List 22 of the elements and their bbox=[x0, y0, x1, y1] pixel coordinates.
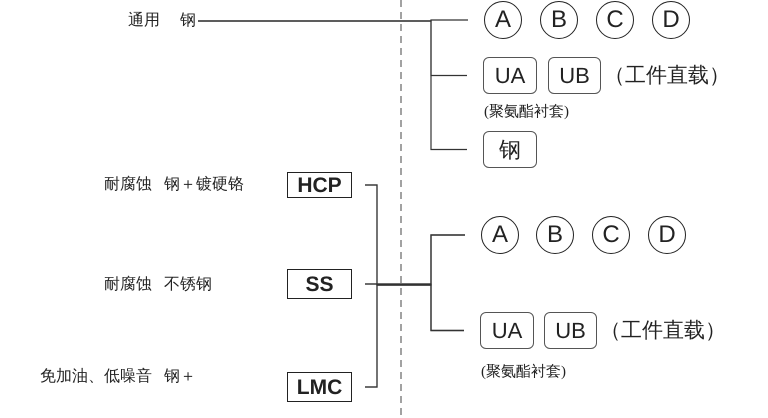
material-label: 不锈钢 bbox=[164, 275, 212, 295]
code-box: HCP bbox=[287, 172, 352, 198]
material-label: 通用 bbox=[128, 10, 160, 31]
code-box: UA bbox=[483, 57, 537, 94]
material-label: 钢＋镀硬铬 bbox=[164, 174, 244, 195]
material-label: 免加油、低噪音 bbox=[39, 366, 152, 387]
connector-line bbox=[365, 284, 464, 388]
material-label: 耐腐蚀 bbox=[103, 174, 152, 195]
code-box: UB bbox=[544, 312, 597, 349]
note-text: (聚氨酯衬套) bbox=[484, 102, 569, 122]
code-box: LMC bbox=[287, 372, 352, 402]
code-box: SS bbox=[287, 269, 352, 299]
connector-line bbox=[198, 20, 467, 150]
material-label: 钢 bbox=[180, 11, 196, 31]
note-text: (聚氨酯衬套) bbox=[481, 362, 566, 382]
code-box: UB bbox=[548, 57, 601, 94]
code-box: 钢 bbox=[483, 131, 537, 168]
material-label: 耐腐蚀 bbox=[103, 274, 152, 295]
material-label: 钢＋ bbox=[164, 367, 196, 387]
note-text: （工件直载） bbox=[604, 63, 730, 89]
note-text: （工件直载） bbox=[600, 318, 726, 344]
code-box: UA bbox=[480, 312, 534, 349]
